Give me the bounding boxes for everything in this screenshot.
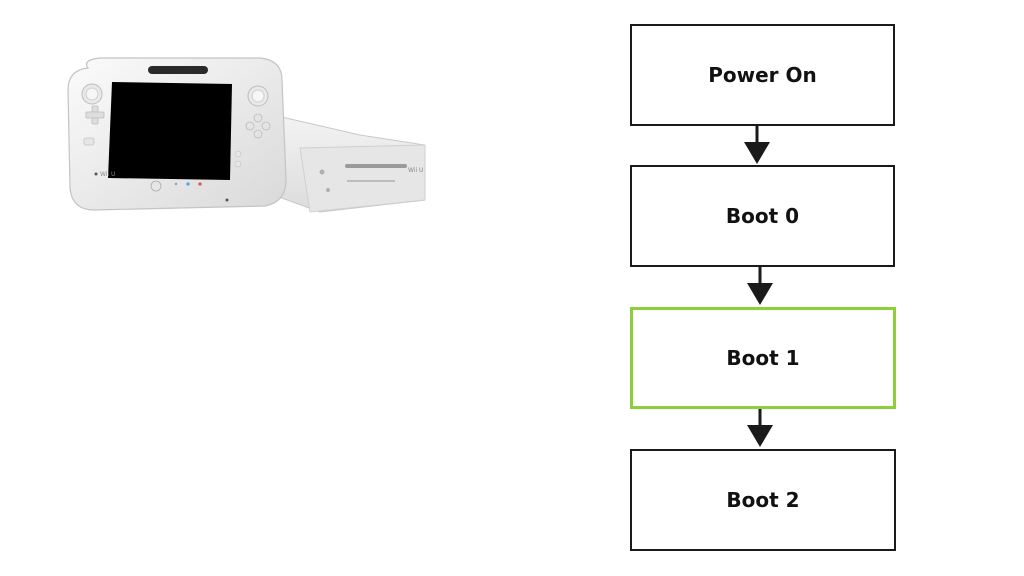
gamepad-screen	[108, 82, 232, 180]
step-power-on-label: Power On	[708, 63, 817, 87]
step-boot-0: Boot 0	[630, 165, 895, 267]
wii-u-console-image: Wii U	[60, 50, 440, 225]
console-logo: Wii U	[408, 167, 423, 174]
arrow-down-icon	[747, 267, 773, 305]
step-power-on: Power On	[630, 24, 895, 126]
step-boot-2-label: Boot 2	[726, 488, 800, 512]
arrow-down-icon	[744, 126, 770, 164]
step-boot-2: Boot 2	[630, 449, 896, 551]
step-boot-0-label: Boot 0	[725, 204, 800, 228]
wii-u-illustration: Wii U	[67, 57, 426, 213]
gamepad-logo: Wii U	[100, 171, 115, 178]
boot-flowchart: Power On Boot 0 Boot 1 Boot 2	[600, 0, 930, 576]
arrow-down-icon	[747, 409, 773, 447]
wii-u-console: Wii U	[259, 111, 426, 213]
step-boot-1-label: Boot 1	[726, 346, 800, 370]
wii-u-gamepad: Wii U	[67, 57, 287, 211]
step-boot-1: Boot 1	[630, 307, 896, 409]
